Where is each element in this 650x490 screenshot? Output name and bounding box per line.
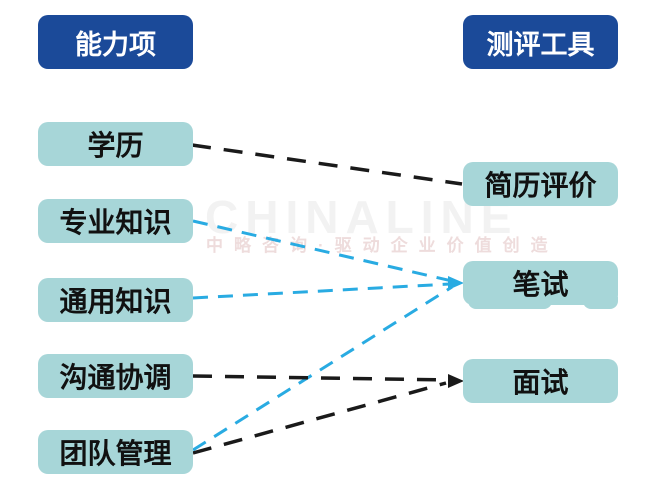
capability-item-professional-knowledge: 专业知识 xyxy=(38,199,193,243)
tool-item-interview: 面试 xyxy=(463,359,618,403)
connector-education-resume xyxy=(191,143,463,186)
connector-communication-interview xyxy=(192,374,449,382)
arrowhead-interview xyxy=(448,374,464,388)
connector-general-written xyxy=(192,282,451,300)
tool-item-written-test: 笔试 xyxy=(463,261,618,309)
connector-professional-written xyxy=(192,219,453,283)
connector-team-written xyxy=(192,285,453,452)
column-header-capabilities: 能力项 xyxy=(38,15,193,69)
capability-item-education: 学历 xyxy=(38,122,193,166)
capability-item-general-knowledge: 通用知识 xyxy=(38,278,193,322)
watermark-tagline: 中略咨询·驱动企业价值创造 xyxy=(206,236,559,255)
capability-item-communication: 沟通协调 xyxy=(38,354,193,398)
arrowhead-written-test xyxy=(448,276,464,290)
tool-item-resume-evaluation: 简历评价 xyxy=(463,162,618,206)
column-header-assessment-tools: 测评工具 xyxy=(463,15,618,69)
capability-item-team-management: 团队管理 xyxy=(38,430,193,474)
connector-team-interview xyxy=(192,381,447,455)
